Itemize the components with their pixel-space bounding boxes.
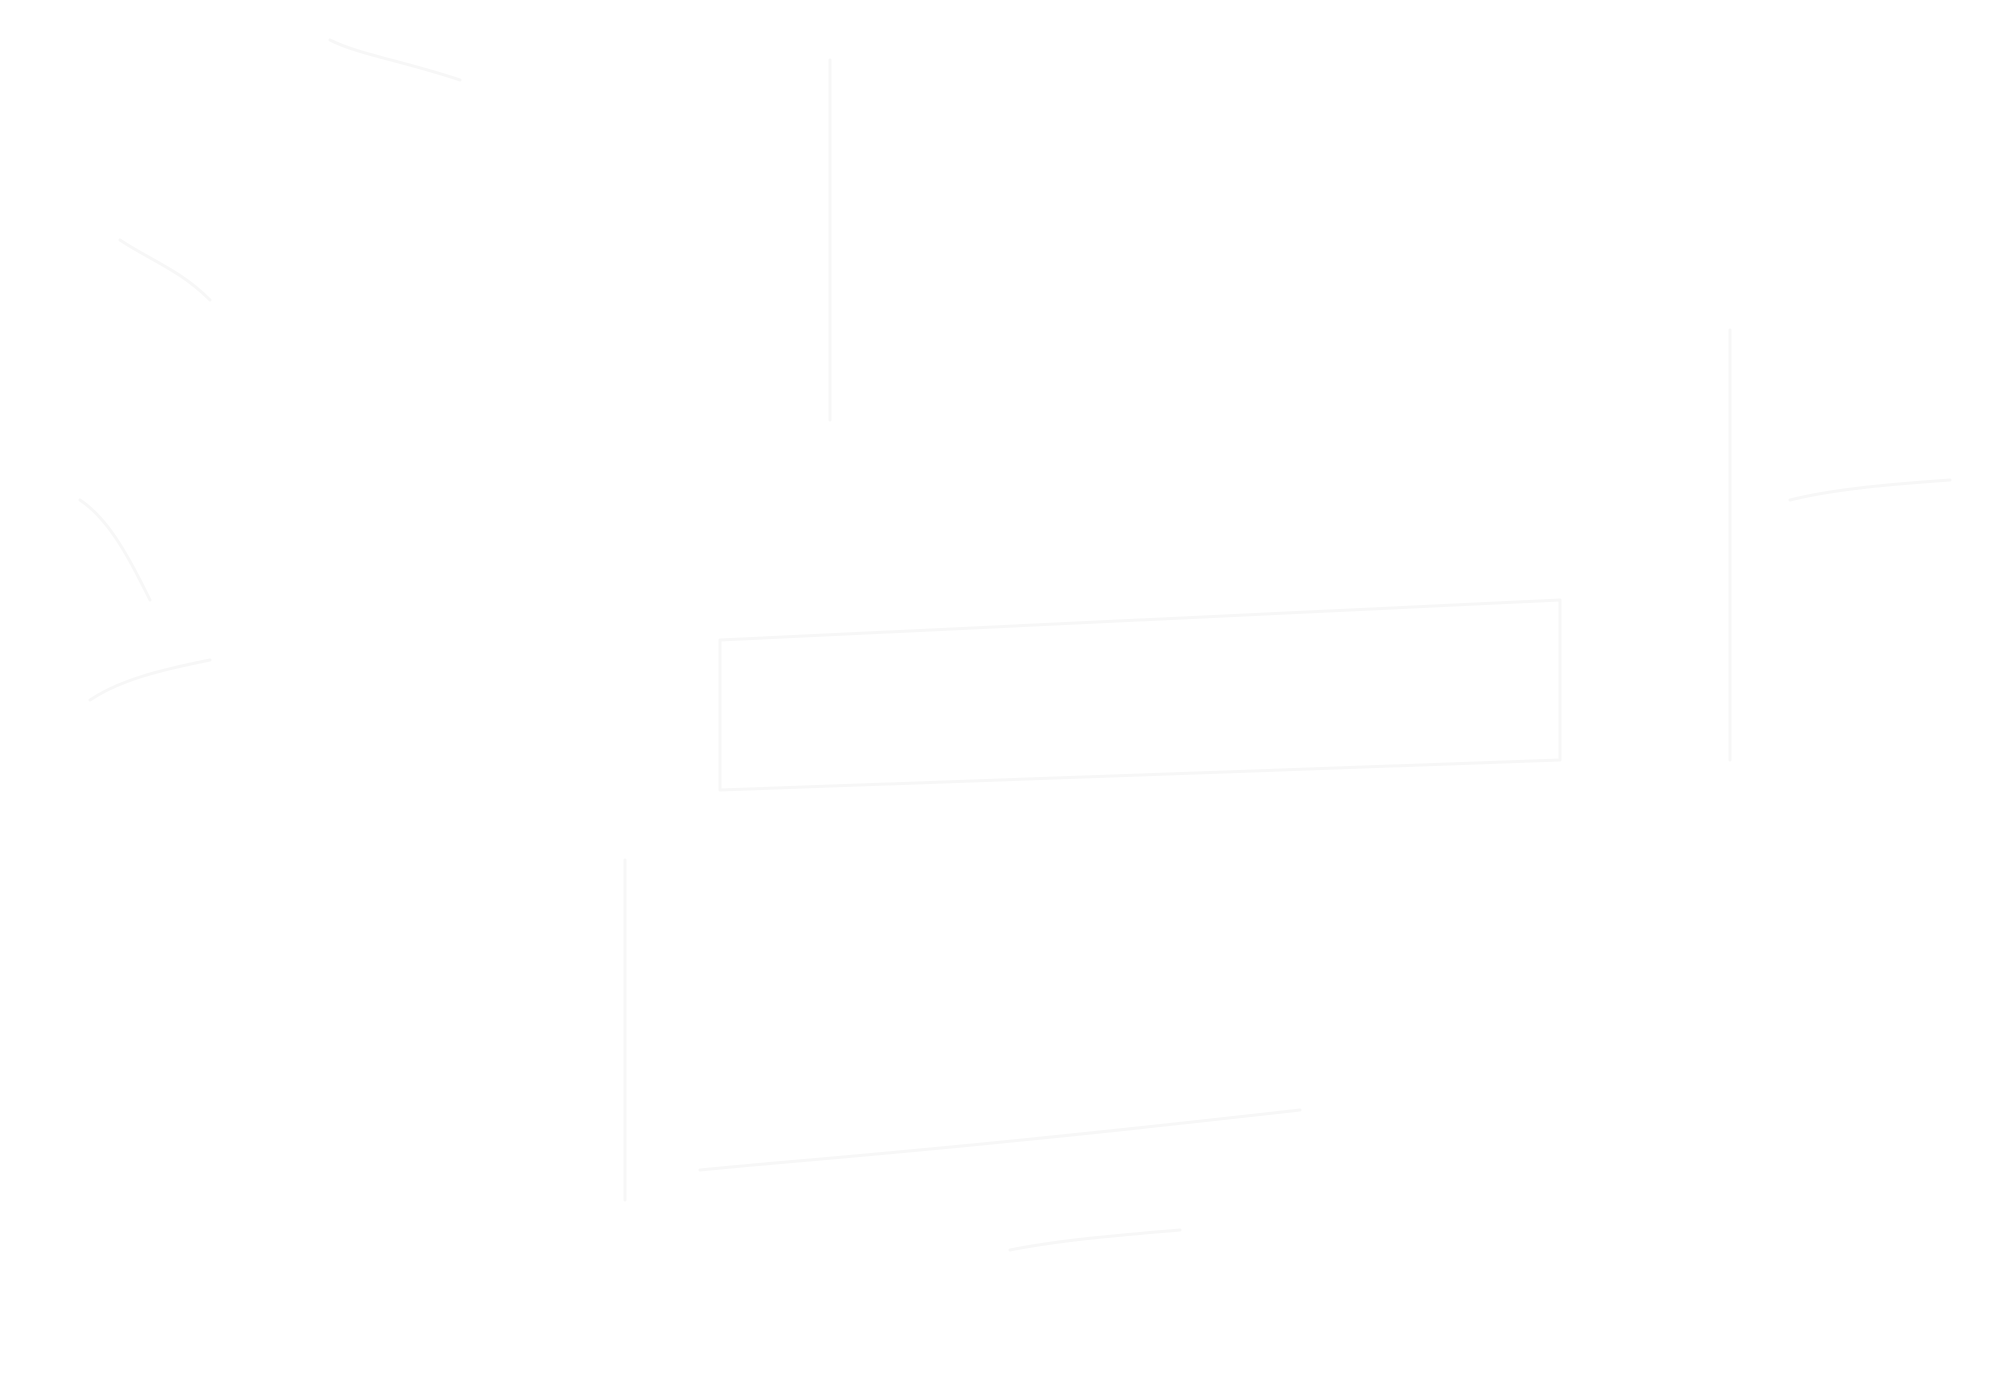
faded-sketch-strokes	[78, 38, 1952, 1252]
faded-stroke-right-scribble	[1788, 478, 1952, 502]
faded-stroke-left-curve-2	[78, 498, 152, 602]
faded-stroke-bottom-scribble	[698, 1108, 1302, 1172]
faded-stroke-bottom-scribble-2	[1008, 1228, 1182, 1252]
faded-stroke-left-curve-3	[88, 658, 212, 702]
faded-stroke-left-curve-1	[118, 238, 212, 302]
faded-stroke-center-box	[718, 598, 1562, 792]
faded-stroke-top-left-scribble	[328, 38, 462, 82]
